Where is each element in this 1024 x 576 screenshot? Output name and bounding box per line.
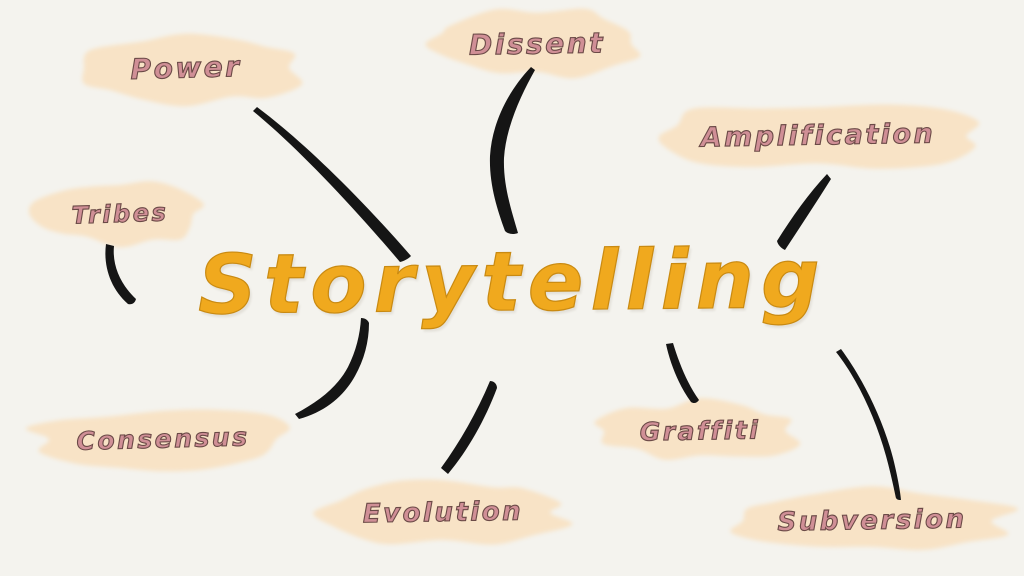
bubble-shape-power	[82, 33, 303, 107]
branch-node-graffiti[interactable]: Graffiti	[602, 402, 798, 460]
branch-node-evolution[interactable]: Evolution	[320, 481, 566, 545]
branch-label-tribes: Tribes	[71, 198, 170, 230]
center-node-label: Storytelling	[197, 231, 828, 334]
bubble-shape-subversion	[730, 486, 1019, 551]
connector-consensus	[295, 318, 369, 419]
branch-label-dissent: Dissent	[468, 26, 606, 62]
branch-label-graffiti: Graffiti	[639, 415, 761, 447]
branch-label-consensus: Consensus	[76, 422, 251, 457]
branch-label-subversion: Subversion	[777, 504, 968, 538]
bubble-shape-amplification	[658, 104, 980, 169]
branch-node-subversion[interactable]: Subversion	[735, 489, 1009, 553]
connector-evolution	[441, 381, 497, 474]
branch-node-power[interactable]: Power	[68, 32, 304, 104]
bubble-shape-graffiti	[594, 398, 801, 460]
branch-node-dissent[interactable]: Dissent	[429, 12, 645, 76]
bubble-shapes-layer	[25, 8, 1019, 551]
connector-dissent	[489, 67, 535, 235]
branch-node-amplification[interactable]: Amplification	[648, 101, 988, 171]
connector-graffiti	[666, 343, 699, 404]
bubble-shape-consensus	[25, 409, 290, 472]
branch-node-consensus[interactable]: Consensus	[33, 409, 293, 469]
branch-node-tribes[interactable]: Tribes	[36, 183, 204, 245]
connector-subversion	[836, 349, 901, 500]
bubble-shape-tribes	[28, 181, 204, 248]
bubble-shape-dissent	[425, 8, 641, 79]
connector-lines-layer	[105, 67, 901, 500]
connector-power	[253, 107, 411, 262]
branch-label-evolution: Evolution	[362, 496, 524, 530]
bubble-shape-evolution	[313, 479, 573, 545]
connector-tribes	[105, 244, 136, 305]
branch-label-amplification: Amplification	[700, 118, 936, 154]
branch-label-power: Power	[130, 50, 243, 87]
connector-amplification	[777, 174, 831, 250]
